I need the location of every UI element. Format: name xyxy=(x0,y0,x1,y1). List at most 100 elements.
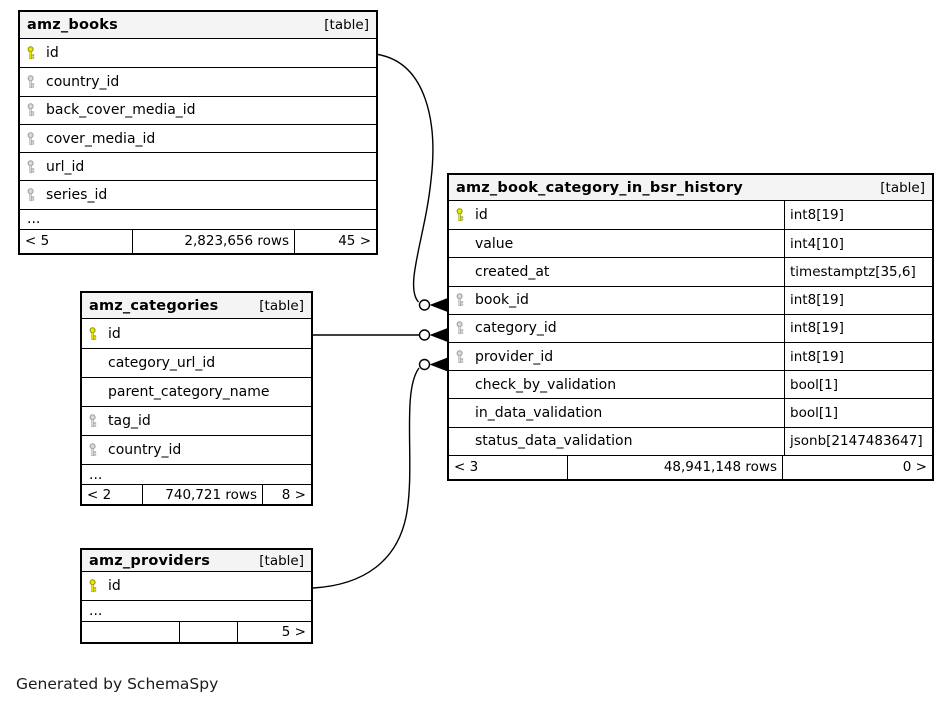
foreign-key-icon xyxy=(26,188,41,202)
column-name-cell: series_id xyxy=(20,181,376,208)
row-count: 740,721 rows xyxy=(142,485,262,504)
table-footer: 5 > xyxy=(82,621,311,642)
key-icon-placeholder xyxy=(88,385,103,399)
gray-key-icon xyxy=(89,414,97,428)
gray-key-icon xyxy=(27,75,35,88)
column-name: value xyxy=(475,235,514,252)
column-name-cell: book_id xyxy=(449,287,784,314)
table-header: amz_providers [table] xyxy=(82,550,311,572)
column-type: timestamptz[35,6] xyxy=(784,258,932,286)
column-name: back_cover_media_id xyxy=(46,102,196,119)
column-row-parent_category_name: parent_category_name xyxy=(82,377,311,406)
column-name: book_id xyxy=(475,292,529,309)
column-row-id: id xyxy=(20,39,376,68)
zero-or-one-dot xyxy=(418,329,431,341)
column-name: check_by_validation xyxy=(475,376,617,393)
more-columns-ellipsis: ... xyxy=(82,600,311,621)
related-left-count: < 3 xyxy=(454,459,479,476)
column-name-cell: category_id xyxy=(449,315,784,342)
column-name-cell: check_by_validation xyxy=(449,371,784,398)
column-name: category_id xyxy=(475,320,557,337)
related-right-count: 45 > xyxy=(294,229,376,253)
column-name: category_url_id xyxy=(108,355,216,371)
zero-or-one-dot xyxy=(418,358,431,371)
foreign-key-icon xyxy=(455,349,470,364)
gray-key-icon xyxy=(89,443,97,457)
column-type: bool[1] xyxy=(784,399,932,427)
gray-key-icon xyxy=(27,188,35,202)
more-columns-ellipsis: ... xyxy=(82,464,311,484)
column-name-cell: id xyxy=(82,572,311,600)
column-name: provider_id xyxy=(475,348,554,365)
yellow-key-icon xyxy=(89,579,97,593)
related-right-count: 8 > xyxy=(262,485,311,504)
table-header: amz_books [table] xyxy=(20,12,376,39)
column-name-cell: value xyxy=(449,230,784,257)
relationship-books-to-bookid xyxy=(377,53,449,313)
column-name-cell: parent_category_name xyxy=(82,378,311,406)
column-row-in_data_validation: in_data_validation bool[1] xyxy=(449,398,932,427)
yellow-key-icon xyxy=(89,326,97,340)
table-title: amz_providers xyxy=(89,552,211,569)
column-name: country_id xyxy=(46,73,120,90)
table-node-amz-books[interactable]: amz_books [table] id country_id back_cover… xyxy=(18,10,378,255)
foreign-key-icon xyxy=(88,443,103,457)
table-title: amz_books xyxy=(27,17,118,33)
column-name: id xyxy=(46,45,59,62)
table-title: amz_categories xyxy=(89,297,219,314)
column-name: series_id xyxy=(46,187,108,204)
column-name-cell: tag_id xyxy=(82,407,311,435)
column-row-url_id: url_id xyxy=(20,152,376,181)
foreign-key-icon xyxy=(455,321,470,335)
relationship-categories-to-categoryid xyxy=(313,327,449,343)
table-node-amz-book-category-in-bsr-history[interactable]: amz_book_category_in_bsr_history [table]… xyxy=(447,173,934,481)
key-icon-placeholder xyxy=(455,237,470,251)
column-name-cell: status_data_validation xyxy=(449,428,784,455)
related-left-count: < 5 xyxy=(25,233,50,250)
primary-key-icon xyxy=(455,208,470,222)
table-type-badge: [table] xyxy=(259,297,304,314)
foreign-key-icon xyxy=(26,160,41,174)
column-name: parent_category_name xyxy=(108,384,270,400)
column-name: status_data_validation xyxy=(475,433,633,450)
column-name-cell: id xyxy=(449,201,784,229)
column-name: created_at xyxy=(475,263,550,280)
column-name-cell: id xyxy=(82,319,311,348)
gray-key-icon xyxy=(27,131,35,145)
column-name: in_data_validation xyxy=(475,404,603,421)
column-row-country_id: country_id xyxy=(82,435,311,464)
column-type: jsonb[2147483647] xyxy=(784,427,932,455)
key-icon-placeholder xyxy=(88,356,103,370)
column-row-back_cover_media_id: back_cover_media_id xyxy=(20,95,376,124)
gray-key-icon xyxy=(27,160,35,173)
column-row-id: id xyxy=(82,319,311,348)
zero-or-one-dot xyxy=(418,299,431,311)
column-name: id xyxy=(475,207,488,224)
more-columns-ellipsis: ... xyxy=(20,208,376,229)
column-name: cover_media_id xyxy=(46,130,156,147)
key-icon-placeholder xyxy=(455,378,470,392)
column-type: int8[19] xyxy=(784,201,932,230)
table-node-amz-providers[interactable]: amz_providers [table] id...5 > xyxy=(80,548,313,644)
foreign-key-icon xyxy=(26,75,41,89)
row-count: 48,941,148 rows xyxy=(567,455,782,479)
primary-key-icon xyxy=(88,579,103,593)
related-right-count: 5 > xyxy=(237,622,311,642)
column-row-book_id: book_id int8[19] xyxy=(449,285,932,314)
column-type: int8[19] xyxy=(784,286,932,314)
table-node-amz-categories[interactable]: amz_categories [table] id category_url_id… xyxy=(80,291,313,506)
gray-key-icon xyxy=(456,349,464,363)
foreign-key-icon xyxy=(26,131,41,146)
column-row-category_url_id: category_url_id xyxy=(82,348,311,377)
primary-key-icon xyxy=(88,326,103,341)
related-left-count: < 2 xyxy=(87,486,112,503)
table-type-badge: [table] xyxy=(259,552,304,569)
table-type-badge: [table] xyxy=(324,17,369,33)
column-row-id: id xyxy=(82,572,311,600)
column-name-cell: country_id xyxy=(20,68,376,95)
